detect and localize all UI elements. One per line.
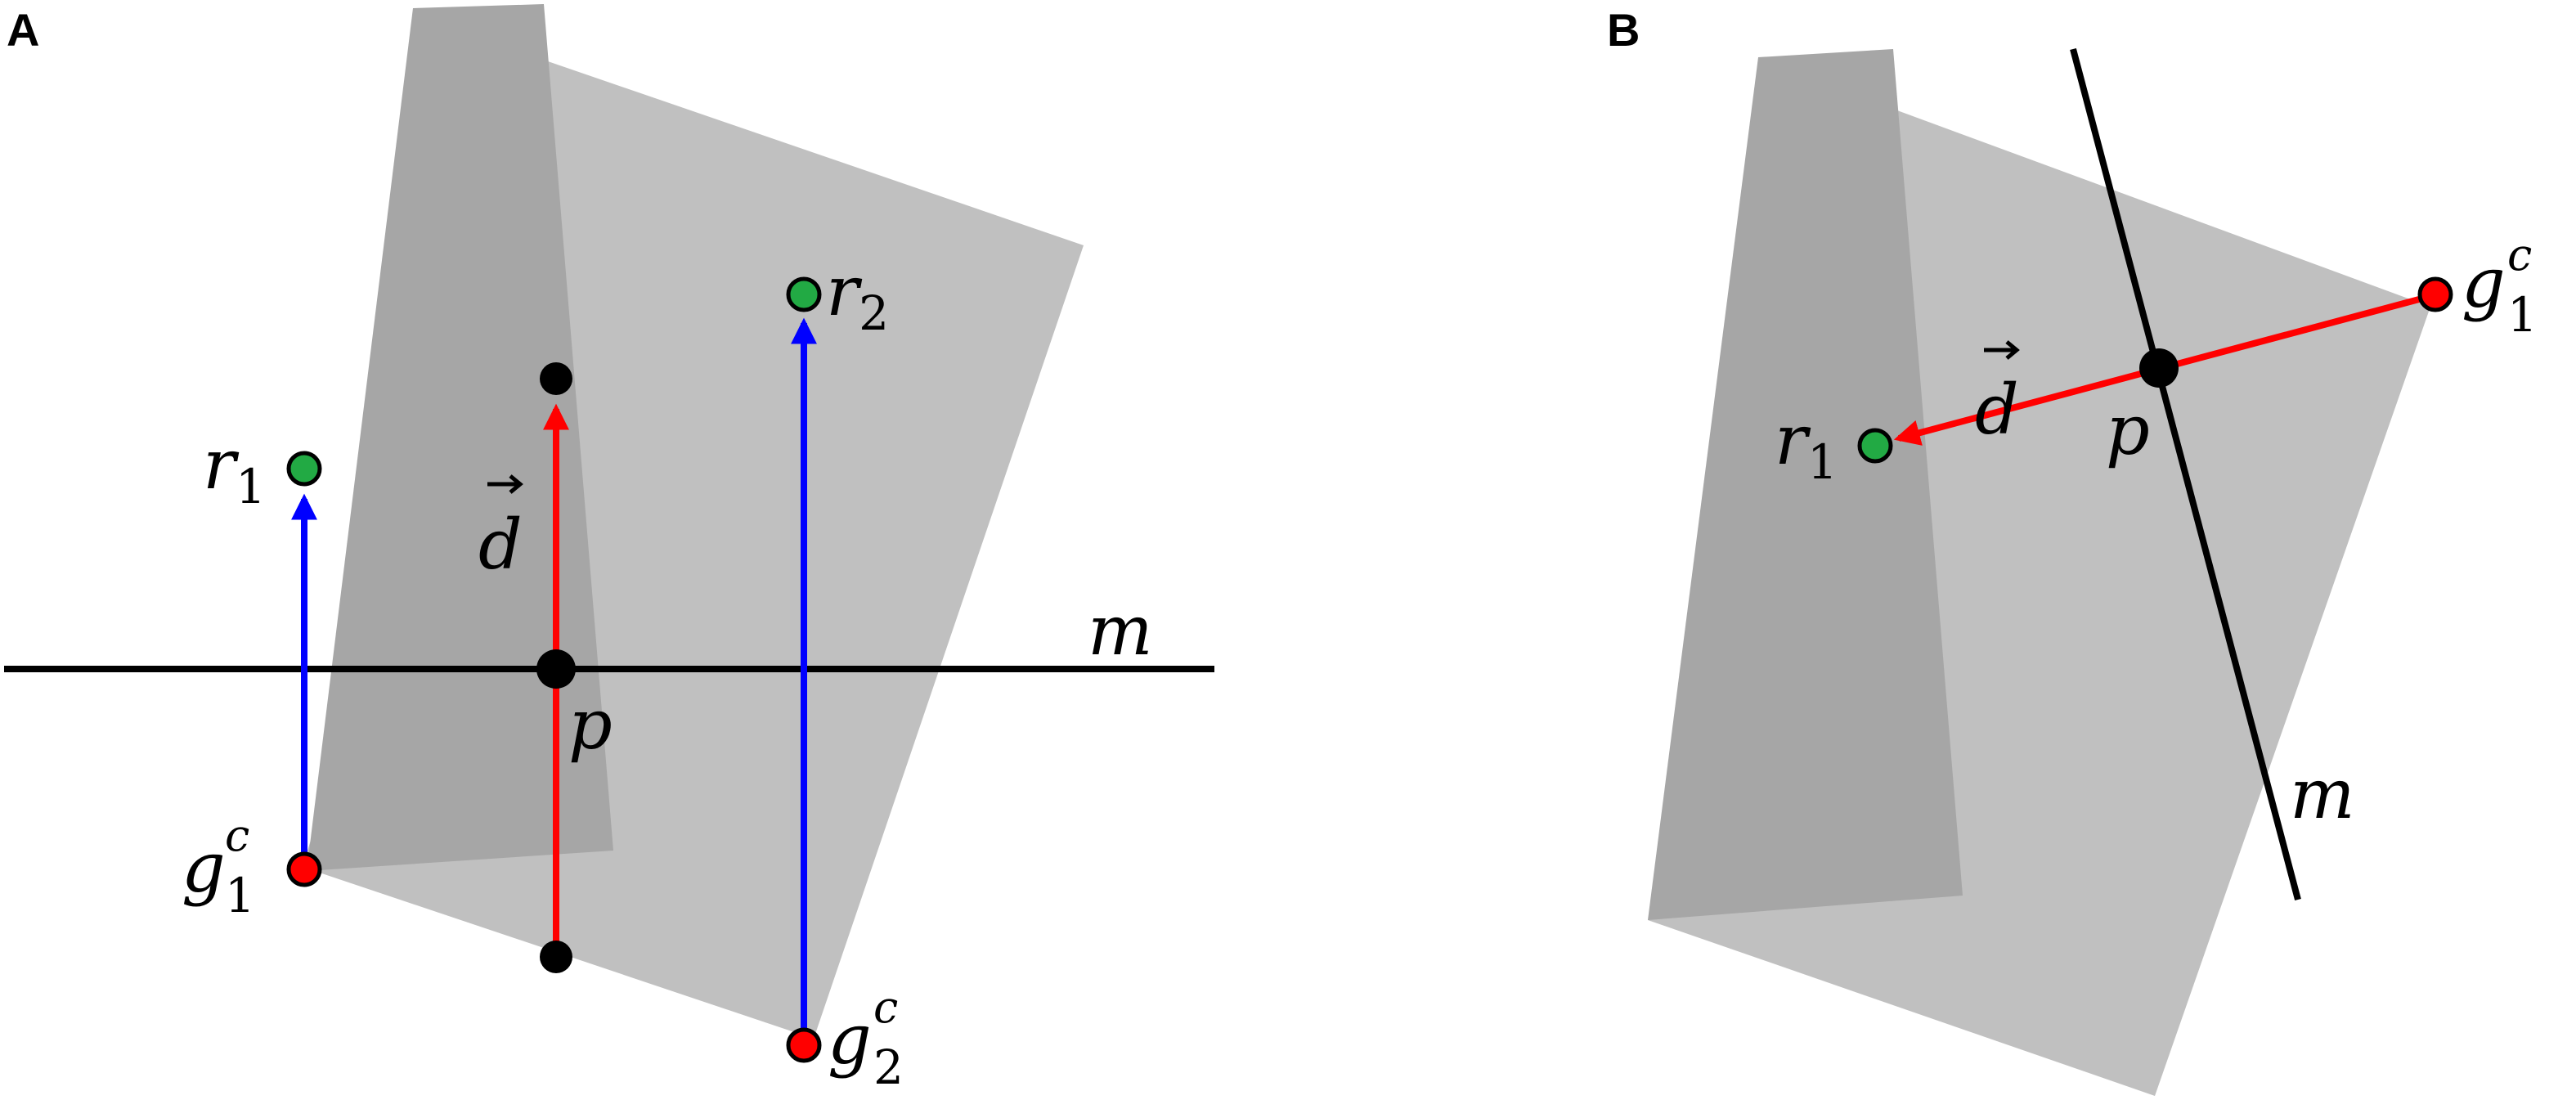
svg-text:1: 1 bbox=[2507, 287, 2538, 343]
panel-b-label: B bbox=[1607, 4, 1640, 56]
panel-b-label-r1: r1 bbox=[1775, 400, 1838, 490]
vector-arrow-icon bbox=[487, 474, 523, 494]
svg-text:c: c bbox=[2507, 229, 2532, 281]
panel-a-point-top bbox=[540, 362, 572, 395]
svg-text:c: c bbox=[873, 981, 898, 1033]
svg-text:2: 2 bbox=[873, 1039, 904, 1095]
panel-a-label-r2: r2 bbox=[826, 251, 889, 341]
panel-a-label-g1: g c 1 bbox=[182, 810, 255, 923]
panel-b-label-d: d bbox=[1975, 340, 2020, 450]
panel-a-point-r1 bbox=[286, 451, 322, 487]
panel-b-point-p bbox=[2139, 348, 2179, 388]
panel-a: A m p d r1 r2 g c 1 g c bbox=[4, 4, 1214, 1095]
panel-a-point-g2 bbox=[786, 1027, 822, 1063]
panel-b-dark-polygon bbox=[1648, 49, 1963, 920]
svg-text:1: 1 bbox=[225, 868, 255, 923]
panel-b: B m p d r1 g c 1 bbox=[1607, 4, 2538, 1096]
panel-a-label-g2: g c 2 bbox=[828, 981, 904, 1095]
panel-b-label-d-letter: d bbox=[1975, 370, 2019, 450]
panel-b-point-r1 bbox=[1857, 428, 1893, 464]
panel-a-label-d-letter: d bbox=[478, 505, 523, 585]
svg-text:c: c bbox=[225, 810, 249, 861]
panel-a-label-r1: r1 bbox=[203, 424, 266, 514]
panel-b-label-p: p bbox=[2106, 390, 2150, 470]
svg-text:g: g bbox=[182, 828, 226, 908]
panel-b-label-m: m bbox=[2290, 754, 2355, 834]
panel-a-point-g1 bbox=[286, 851, 322, 887]
panel-a-point-p bbox=[536, 649, 576, 689]
vector-arrow-icon bbox=[1984, 340, 2020, 360]
svg-text:g: g bbox=[828, 999, 872, 1080]
svg-text:g: g bbox=[2462, 243, 2506, 323]
panel-b-line-m bbox=[2070, 47, 2301, 901]
panel-a-label-p: p bbox=[568, 685, 613, 765]
panel-a-label-m: m bbox=[1088, 590, 1153, 671]
panel-a-dark-polygon bbox=[307, 4, 613, 871]
panel-a-point-r2 bbox=[786, 276, 822, 312]
panel-b-label-g1: g c 1 bbox=[2462, 229, 2538, 343]
panel-a-label-d: d bbox=[478, 474, 523, 585]
panel-a-label: A bbox=[7, 4, 39, 56]
panel-a-point-bottom bbox=[540, 941, 572, 973]
panel-b-point-g1 bbox=[2417, 276, 2453, 312]
